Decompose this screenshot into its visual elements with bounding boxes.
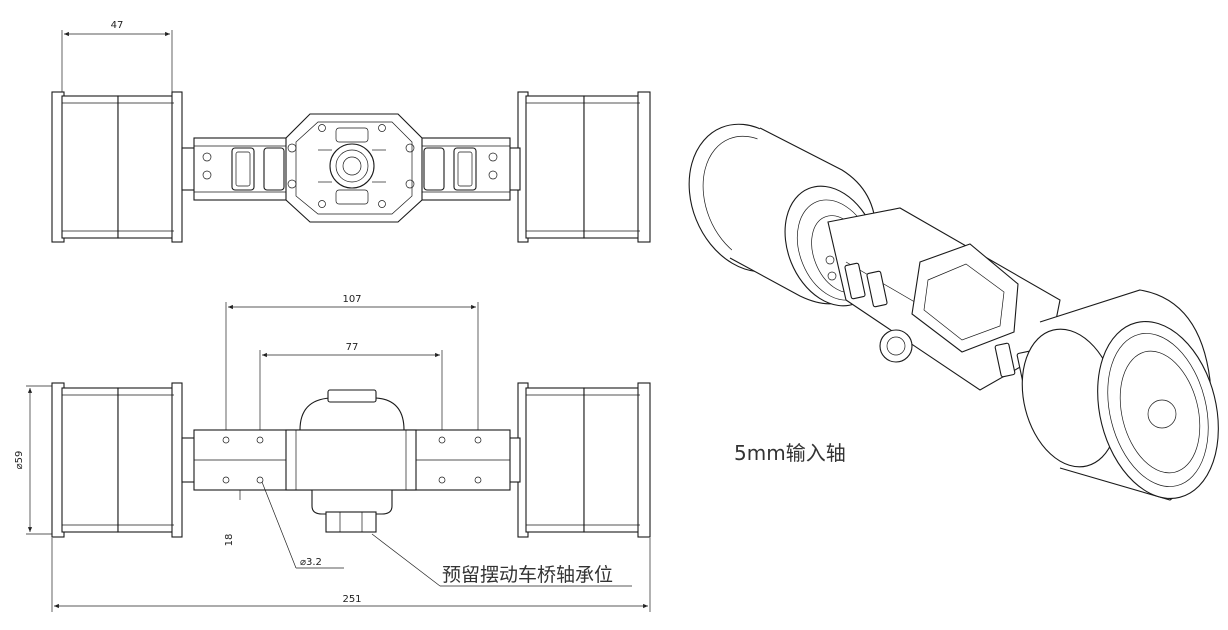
top-right-wheel (517, 91, 651, 243)
dim-18-label: 18 (224, 534, 235, 547)
input-shaft-note: 5mm输入轴 (734, 441, 846, 465)
front-right-wheel (517, 382, 651, 538)
front-left-wheel (51, 382, 183, 538)
dim-59-label: ⌀59 (14, 451, 25, 470)
dim-251: 251 (51, 538, 651, 612)
dim-107: 107 (225, 294, 479, 432)
top-left-wheel (51, 91, 183, 243)
front-axle-housing (193, 389, 511, 533)
dim-47-label: 47 (111, 20, 124, 31)
front-view: 107 77 ⌀59 18 (14, 294, 651, 612)
dim-59: ⌀59 (14, 385, 58, 535)
dim-251-label: 251 (342, 594, 361, 605)
dim-107-label: 107 (342, 294, 361, 305)
dim-hole-label: ⌀3.2 (300, 557, 322, 568)
dim-77-label: 77 (346, 342, 359, 353)
bearing-note-leader: 预留摆动车桥轴承位 (371, 533, 632, 587)
top-axle-housing (193, 113, 511, 223)
dim-77: 77 (259, 342, 443, 432)
bearing-note: 预留摆动车桥轴承位 (442, 564, 613, 586)
dim-hole-leader: ⌀3.2 (261, 481, 344, 569)
top-view: 47 (51, 20, 651, 243)
iso-right-wheel (1021, 289, 1219, 501)
isometric-view (688, 123, 1219, 501)
dim-47: 47 (61, 20, 173, 92)
